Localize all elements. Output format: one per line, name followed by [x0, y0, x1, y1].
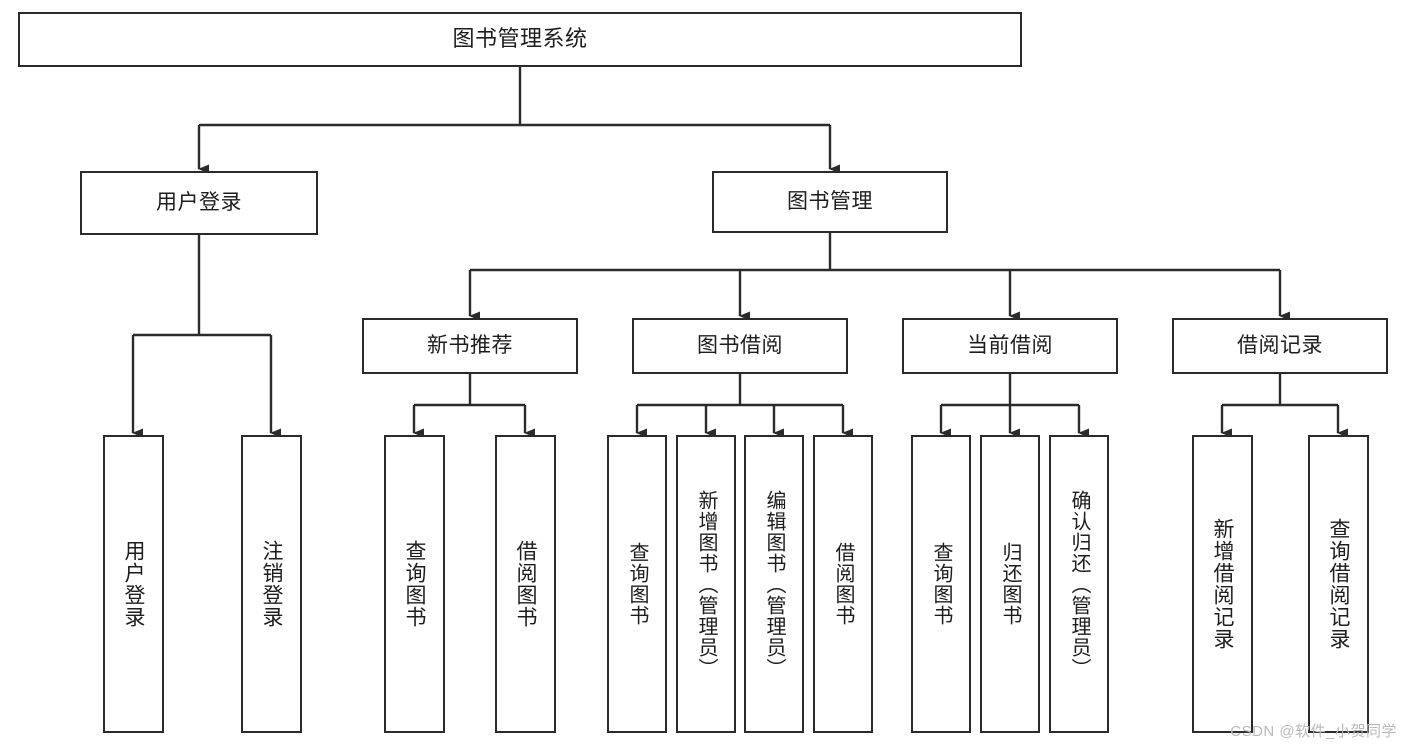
node-user-login[interactable]: 用户登录: [80, 171, 318, 235]
node-user-login-label: 用户登录: [156, 191, 242, 215]
node-leaf-borrow-book-1-label: 借阅图书: [514, 540, 537, 628]
node-book-manage-label: 图书管理: [787, 190, 873, 214]
node-leaf-user-login[interactable]: 用户登录: [103, 435, 164, 733]
node-leaf-user-logout[interactable]: 注销登录: [241, 435, 302, 733]
node-leaf-return-book[interactable]: 归还图书: [980, 435, 1040, 733]
node-leaf-confirm-return-label: 确认归还（管理员）: [1068, 489, 1090, 679]
node-book-borrow[interactable]: 图书借阅: [632, 318, 848, 374]
node-leaf-query-record-label: 查询借阅记录: [1327, 518, 1350, 650]
node-borrow-record[interactable]: 借阅记录: [1172, 318, 1388, 374]
node-current-borrow-label: 当前借阅: [967, 334, 1053, 358]
node-leaf-query-book-2[interactable]: 查询图书: [607, 435, 667, 733]
node-leaf-user-login-label: 用户登录: [122, 540, 145, 628]
node-book-manage[interactable]: 图书管理: [712, 171, 948, 233]
node-leaf-borrow-book-2[interactable]: 借阅图书: [813, 435, 873, 733]
watermark-text: CSDN @软件_小贺同学: [1230, 723, 1397, 740]
node-leaf-query-record[interactable]: 查询借阅记录: [1308, 435, 1369, 733]
node-leaf-query-book-1[interactable]: 查询图书: [384, 435, 445, 733]
node-new-book-recommend-label: 新书推荐: [427, 334, 513, 358]
node-leaf-add-record-label: 新增借阅记录: [1211, 518, 1234, 650]
node-root[interactable]: 图书管理系统: [18, 12, 1022, 67]
node-leaf-add-book-label: 新增图书（管理员）: [695, 489, 717, 679]
node-current-borrow[interactable]: 当前借阅: [902, 318, 1118, 374]
node-leaf-return-book-label: 归还图书: [999, 542, 1021, 626]
node-leaf-query-book-3[interactable]: 查询图书: [911, 435, 971, 733]
node-leaf-query-book-2-label: 查询图书: [626, 542, 648, 626]
node-leaf-query-book-1-label: 查询图书: [403, 540, 426, 628]
node-borrow-record-label: 借阅记录: [1237, 334, 1323, 358]
node-leaf-confirm-return[interactable]: 确认归还（管理员）: [1049, 435, 1109, 733]
node-leaf-borrow-book-1[interactable]: 借阅图书: [495, 435, 556, 733]
node-leaf-borrow-book-2-label: 借阅图书: [832, 542, 854, 626]
node-book-borrow-label: 图书借阅: [697, 334, 783, 358]
node-leaf-add-book[interactable]: 新增图书（管理员）: [676, 435, 736, 733]
node-leaf-query-book-3-label: 查询图书: [930, 542, 952, 626]
node-leaf-user-logout-label: 注销登录: [260, 540, 283, 628]
node-leaf-add-record[interactable]: 新增借阅记录: [1192, 435, 1253, 733]
node-new-book-recommend[interactable]: 新书推荐: [362, 318, 578, 374]
node-leaf-edit-book-label: 编辑图书（管理员）: [763, 489, 785, 679]
node-root-label: 图书管理系统: [452, 26, 588, 52]
node-leaf-edit-book[interactable]: 编辑图书（管理员）: [744, 435, 804, 733]
